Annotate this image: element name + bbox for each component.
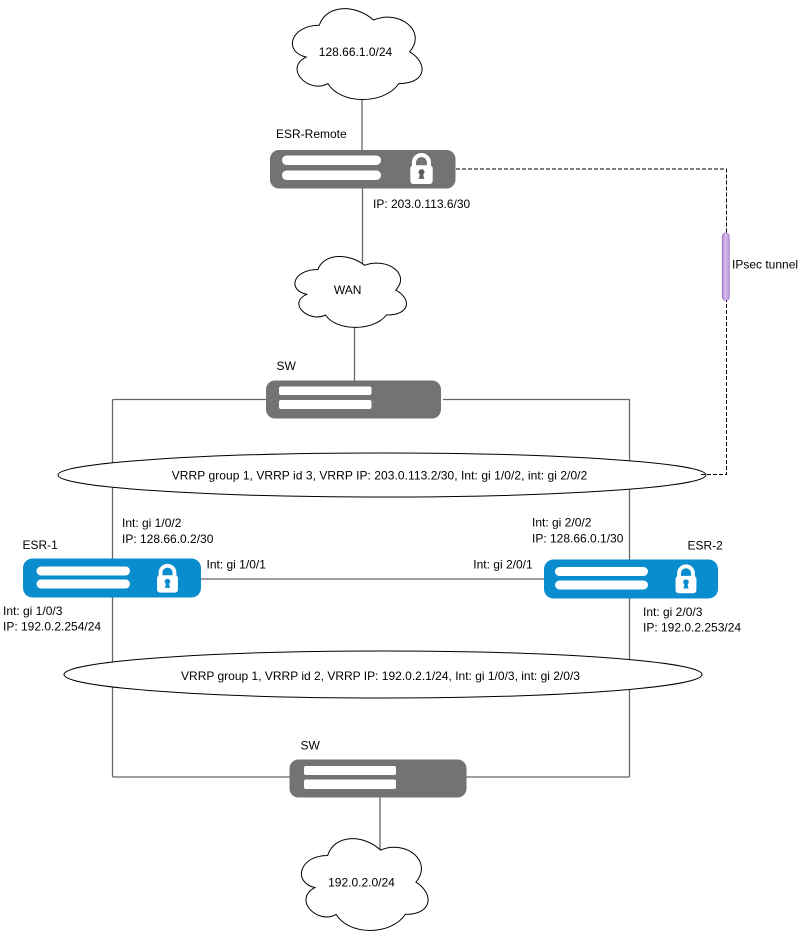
- svg-text:128.66.1.0/24: 128.66.1.0/24: [319, 45, 393, 59]
- svg-text:IP: 192.0.2.253/24: IP: 192.0.2.253/24: [643, 621, 741, 635]
- svg-text:Int: gi 1/0/1: Int: gi 1/0/1: [207, 558, 267, 572]
- svg-text:Int: gi 2/0/1: Int: gi 2/0/1: [473, 558, 533, 572]
- svg-text:IPsec tunnel: IPsec tunnel: [732, 257, 798, 271]
- svg-text:ESR-Remote: ESR-Remote: [276, 127, 347, 141]
- svg-text:SW: SW: [277, 359, 297, 373]
- svg-text:Int: gi 1/0/3: Int: gi 1/0/3: [3, 604, 63, 618]
- svg-text:IP: 128.66.0.1/30: IP: 128.66.0.1/30: [532, 531, 624, 545]
- svg-text:IP: 128.66.0.2/30: IP: 128.66.0.2/30: [122, 532, 214, 546]
- svg-text:Int: gi 2/0/3: Int: gi 2/0/3: [643, 605, 703, 619]
- svg-text:ESR-2: ESR-2: [688, 539, 724, 553]
- svg-text:VRRP group 1, VRRP id 3, VRRP: VRRP group 1, VRRP id 3, VRRP IP: 203.0.…: [172, 469, 588, 483]
- svg-text:IP: 192.0.2.254/24: IP: 192.0.2.254/24: [3, 620, 101, 634]
- svg-text:VRRP group 1, VRRP id 2, VRRP: VRRP group 1, VRRP id 2, VRRP IP: 192.0.…: [181, 669, 580, 683]
- svg-text:IP: 203.0.113.6/30: IP: 203.0.113.6/30: [373, 197, 471, 211]
- svg-text:ESR-1: ESR-1: [23, 538, 59, 552]
- svg-text:SW: SW: [301, 738, 321, 752]
- svg-text:WAN: WAN: [334, 283, 362, 297]
- svg-text:Int: gi 2/0/2: Int: gi 2/0/2: [532, 515, 592, 529]
- svg-text:Int: gi 1/0/2: Int: gi 1/0/2: [122, 516, 182, 530]
- svg-text:192.0.2.0/24: 192.0.2.0/24: [328, 876, 395, 890]
